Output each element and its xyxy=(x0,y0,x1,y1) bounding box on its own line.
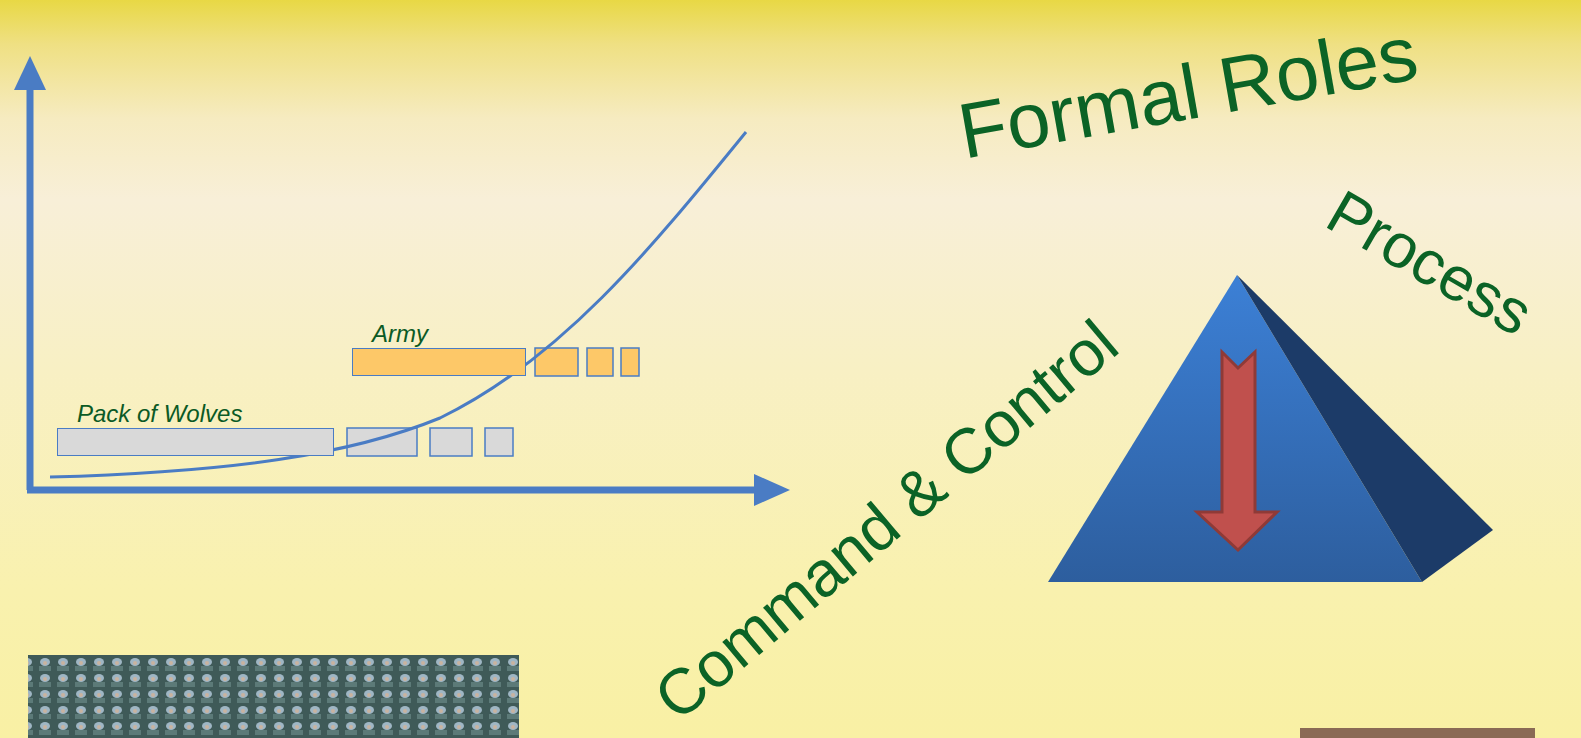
soldiers-photo xyxy=(28,655,519,738)
bar-fill xyxy=(57,428,334,456)
rotated-label: Command & Control xyxy=(643,309,1128,731)
corner-photo xyxy=(1300,728,1535,738)
timeline-bar: Army xyxy=(352,320,526,376)
growth-curve xyxy=(50,132,746,477)
timeline-bars xyxy=(347,348,639,456)
bar-label: Army xyxy=(352,320,526,348)
pyramid xyxy=(1048,275,1493,582)
chart-axes xyxy=(14,56,790,506)
bar-fill xyxy=(352,348,526,376)
rotated-label: Process xyxy=(1318,180,1543,346)
timeline-bar: Pack of Wolves xyxy=(57,400,334,456)
slide-title: Formal Roles xyxy=(953,13,1423,170)
bar-label: Pack of Wolves xyxy=(57,400,334,428)
